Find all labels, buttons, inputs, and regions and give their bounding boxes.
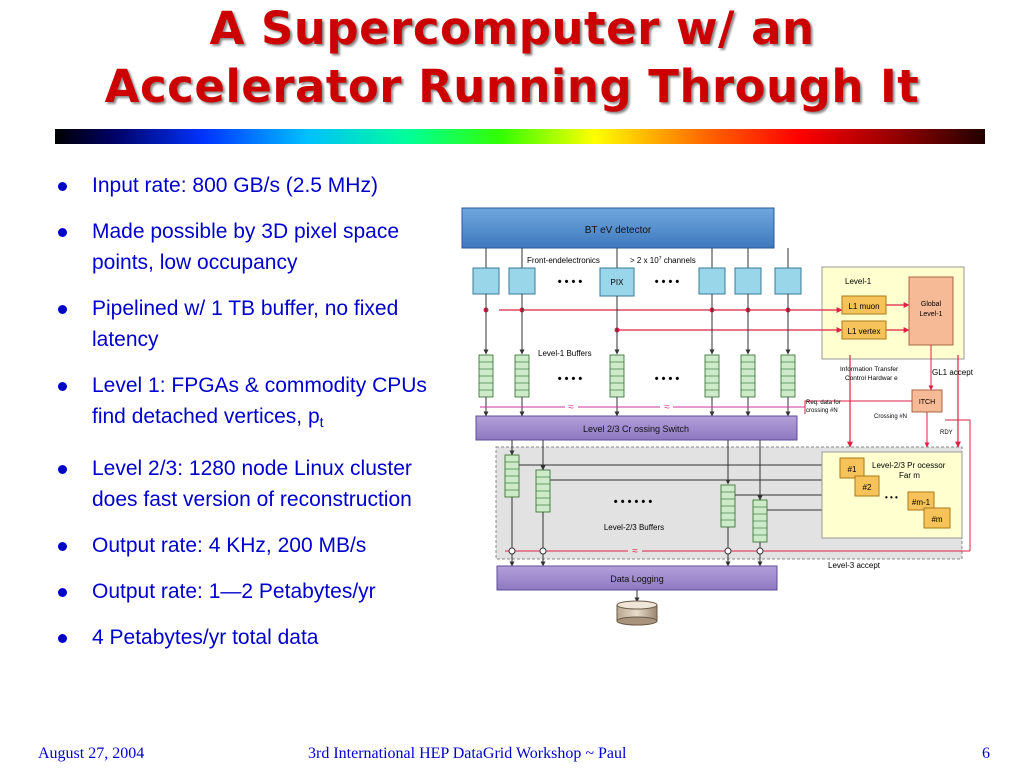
l1-muon-label: L1 muon — [848, 302, 879, 311]
break-mark: ≈ — [568, 402, 574, 413]
processor-node-label: #m — [931, 515, 942, 524]
ellipsis-dots: • • • • — [558, 276, 583, 288]
bullet-item: Input rate: 800 GB/s (2.5 MHz) — [56, 170, 456, 201]
bullet-item: Made possible by 3D pixel space points, … — [56, 216, 456, 278]
bullet-text: Level 1: FPGAs & commodity CPUs find det… — [92, 374, 427, 428]
info-transfer-label-b: Control Hardwar e — [845, 375, 898, 382]
req-data-label-a: Req. data for — [806, 400, 841, 406]
bullet-text: Made possible by 3D pixel space points, … — [92, 220, 400, 274]
rdy-label: RDY — [940, 430, 953, 436]
footer-center: 3rd International HEP DataGrid Workshop … — [308, 745, 627, 762]
req-data-label-b: crossing #N — [806, 408, 838, 414]
bullet-item: Level 2/3: 1280 node Linux cluster does … — [56, 453, 456, 515]
front-end-label: Front-endelectronics — [527, 256, 600, 265]
processor-farm-label-a: Level-2/3 Pr ocessor — [872, 461, 946, 470]
bullet-text: Pipelined w/ 1 TB buffer, no fixed laten… — [92, 297, 399, 351]
global-level1-box — [908, 276, 954, 346]
frontend-box — [734, 267, 762, 295]
farm-dots: • • • — [885, 493, 898, 502]
bullet-item: Pipelined w/ 1 TB buffer, no fixed laten… — [56, 293, 456, 355]
processor-node-label: #1 — [848, 465, 857, 474]
processor-node — [907, 491, 935, 511]
crossing-switch-label: Level 2/3 Cr ossing Switch — [583, 424, 689, 434]
global-level1-label-b: Level-1 — [920, 311, 943, 318]
processor-node — [839, 457, 865, 479]
bullet-text: 4 Petabytes/yr total data — [92, 626, 319, 649]
bullet-item: 4 Petabytes/yr total data — [56, 622, 456, 653]
data-logging-box — [496, 565, 778, 591]
bullet-dot-icon — [58, 305, 67, 314]
bullet-item: Output rate: 1—2 Petabytes/yr — [56, 576, 456, 607]
bullet-text: Output rate: 4 KHz, 200 MB/s — [92, 534, 367, 557]
footer-date: August 27, 2004 — [38, 745, 145, 762]
level3-accept-label: Level-3 accept — [828, 561, 881, 570]
bullet-dot-icon — [58, 634, 67, 643]
title-line-2: Accelerator Running Through It — [104, 60, 920, 113]
channels-label: > 2 x 107 channels — [630, 256, 696, 265]
bullet-text: Level 2/3: 1280 node Linux cluster does … — [92, 457, 412, 511]
ellipsis-dots: • • • • — [655, 276, 680, 288]
crossing-switch-box — [475, 415, 798, 441]
frontend-box — [472, 267, 500, 295]
bullet-text: Input rate: 800 GB/s (2.5 MHz) — [92, 174, 378, 197]
level23-buffers-label: Level-2/3 Buffers — [604, 523, 664, 532]
processor-node — [854, 475, 880, 497]
data-logging-label: Data Logging — [610, 574, 664, 584]
level1-label: Level-1 — [845, 277, 872, 286]
l1-vertex-label: L1 vertex — [848, 327, 881, 336]
global-level1-label-a: Global — [921, 301, 942, 308]
processor-node-label: #m-1 — [912, 498, 931, 507]
bullet-text: Output rate: 1—2 Petabytes/yr — [92, 580, 376, 603]
ellipsis-dots: • • • • — [655, 373, 680, 385]
processor-node — [923, 507, 951, 529]
page-number: 6 — [982, 745, 990, 762]
break-mark: ≈ — [664, 402, 670, 413]
title-line-1: A Supercomputer w/ an — [209, 2, 815, 55]
detector-box — [461, 207, 775, 249]
bullet-subscript: t — [319, 414, 324, 430]
bullet-item: Level 1: FPGAs & commodity CPUs find det… — [56, 370, 456, 438]
bullet-dot-icon — [58, 382, 67, 391]
processor-node-label: #2 — [863, 483, 872, 492]
bullet-dot-icon — [58, 465, 67, 474]
bullet-item: Output rate: 4 KHz, 200 MB/s — [56, 530, 456, 561]
pix-label: PIX — [611, 278, 625, 287]
trigger-architecture-diagram: Level-1 BT eV detector Front-endelectron… — [461, 207, 974, 626]
rainbow-divider — [55, 129, 985, 144]
frontend-box — [774, 267, 802, 295]
bullet-dot-icon — [58, 588, 67, 597]
l1-vertex-box — [841, 320, 887, 340]
bullet-dot-icon — [58, 228, 67, 237]
processor-farm-label-b: Far m — [899, 471, 920, 480]
detector-label: BT eV detector — [585, 225, 652, 236]
slide-title: A Supercomputer w/ an Accelerator Runnin… — [0, 0, 1024, 116]
bullet-dot-icon — [58, 182, 67, 191]
level1-buffers-label: Level-1 Buffers — [538, 349, 592, 358]
bullet-dot-icon — [58, 542, 67, 551]
break-mark: ≈ — [632, 546, 638, 557]
info-transfer-label-a: Information Transfer — [840, 366, 899, 373]
frontend-box — [508, 267, 536, 295]
bullet-list: Input rate: 800 GB/s (2.5 MHz) Made poss… — [56, 170, 456, 668]
crossing-n-label: Crossing #N — [874, 414, 907, 420]
l1-muon-box — [841, 295, 887, 315]
storage-disk-icon — [616, 600, 658, 626]
frontend-box — [698, 267, 726, 295]
gl1-accept-label: GL1 accept — [932, 368, 974, 377]
ellipsis-dots-6: • • • • • • — [614, 496, 653, 508]
ellipsis-dots: • • • • — [558, 373, 583, 385]
itch-label: ITCH — [919, 399, 935, 406]
